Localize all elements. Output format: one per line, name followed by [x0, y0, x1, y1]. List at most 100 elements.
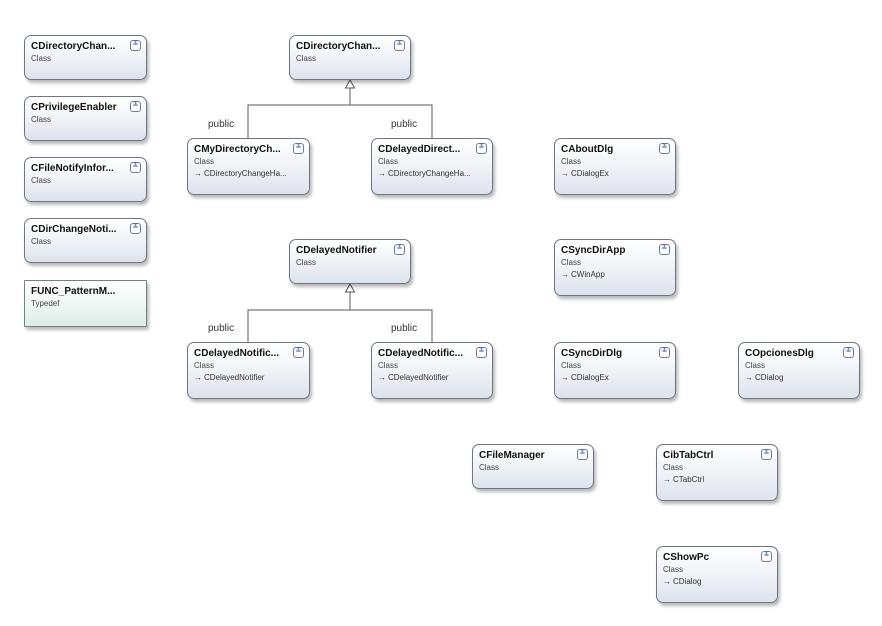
collapse-chevron-icon[interactable]: ≚ [659, 244, 670, 255]
base-class-reference: →CDialogEx [561, 168, 669, 179]
inherits-arrow-icon: → [663, 577, 671, 586]
class-shape-cdirectorychangehandler[interactable]: CDirectoryChan... Class ≚ [289, 35, 411, 80]
class-kind: Class [31, 237, 52, 246]
inheritance-arrow-1 [344, 78, 356, 89]
collapse-chevron-icon[interactable]: ≚ [577, 449, 588, 460]
inheritance-arrow-2 [344, 282, 356, 293]
base-class-reference: →CDirectoryChangeHa... [378, 168, 486, 179]
inherits-arrow-icon: → [745, 373, 753, 382]
class-shape-cdirchangenotification[interactable]: CDirChangeNoti... Class ≚ [24, 218, 147, 263]
collapse-chevron-icon[interactable]: ≚ [293, 347, 304, 358]
collapse-chevron-icon[interactable]: ≚ [394, 244, 405, 255]
inherits-arrow-icon: → [378, 169, 386, 178]
class-kind: Class [663, 463, 684, 472]
class-kind: Class [31, 176, 52, 185]
class-kind: Class [296, 258, 317, 267]
class-shape-cmydirectorychangehandler[interactable]: CMyDirectoryCh... Class →CDirectoryChang… [187, 138, 310, 195]
base-class-name: CDirectoryChangeHa... [388, 169, 471, 178]
collapse-chevron-icon[interactable]: ≚ [659, 143, 670, 154]
class-name: CFileNotifyInfor... [31, 163, 114, 174]
class-shape-csyncdirapp[interactable]: CSyncDirApp Class →CWinApp ≚ [554, 239, 676, 296]
class-name: CMyDirectoryCh... [194, 144, 281, 155]
class-name: CFileManager [479, 450, 545, 461]
class-kind: Class [745, 361, 766, 370]
class-kind: Class [479, 463, 500, 472]
collapse-chevron-icon[interactable]: ≚ [761, 551, 772, 562]
inherits-arrow-icon: → [663, 475, 671, 484]
class-shape-cfilenotifyinformation[interactable]: CFileNotifyInfor... Class ≚ [24, 157, 147, 202]
inherits-arrow-icon: → [378, 373, 386, 382]
relationship-label-public: public [208, 323, 235, 334]
inherits-arrow-icon: → [561, 169, 569, 178]
class-name: CDirectoryChan... [296, 41, 381, 52]
class-kind: Class [561, 361, 582, 370]
base-class-reference: →CDelayedNotifier [378, 372, 486, 383]
base-class-reference: →CWinApp [561, 269, 669, 280]
class-name: CAboutDlg [561, 144, 614, 155]
class-shape-cibtabctrl[interactable]: CibTabCtrl Class →CTabCtrl ≚ [656, 444, 778, 501]
class-kind: Class [378, 157, 399, 166]
inherits-arrow-icon: → [194, 169, 202, 178]
class-name: CDirChangeNoti... [31, 224, 117, 235]
class-shape-cdelayednotification-2[interactable]: CDelayedNotific... Class →CDelayedNotifi… [371, 342, 493, 399]
collapse-chevron-icon[interactable]: ≚ [476, 347, 487, 358]
base-class-reference: →CDialog [663, 576, 771, 587]
relationship-label-public: public [391, 119, 418, 130]
inherits-arrow-icon: → [561, 270, 569, 279]
class-name: CDelayedNotific... [378, 348, 464, 359]
base-class-reference: →CDialogEx [561, 372, 669, 383]
class-kind: Class [663, 565, 684, 574]
class-shape-csyncdirdlg[interactable]: CSyncDirDlg Class →CDialogEx ≚ [554, 342, 676, 399]
inherits-arrow-icon: → [561, 373, 569, 382]
base-class-reference: →CDirectoryChangeHa... [194, 168, 303, 179]
collapse-chevron-icon[interactable]: ≚ [843, 347, 854, 358]
inherits-arrow-icon: → [194, 373, 202, 382]
collapse-chevron-icon[interactable]: ≚ [476, 143, 487, 154]
class-kind: Class [561, 258, 582, 267]
collapse-chevron-icon[interactable]: ≚ [659, 347, 670, 358]
class-shape-cshowpc[interactable]: CShowPc Class →CDialog ≚ [656, 546, 778, 603]
class-name: CDelayedNotifier [296, 245, 377, 256]
base-class-name: CDelayedNotifier [388, 373, 449, 382]
class-name: CibTabCtrl [663, 450, 714, 461]
collapse-chevron-icon[interactable]: ≚ [130, 40, 141, 51]
collapse-chevron-icon[interactable]: ≚ [394, 40, 405, 51]
class-name: CDirectoryChan... [31, 41, 116, 52]
class-name: COpcionesDlg [745, 348, 814, 359]
base-class-name: CDialogEx [571, 373, 609, 382]
class-shape-cfilemanager[interactable]: CFileManager Class ≚ [472, 444, 594, 489]
class-shape-cdelayednotification-1[interactable]: CDelayedNotific... Class →CDelayedNotifi… [187, 342, 310, 399]
class-kind: Class [31, 54, 52, 63]
typedef-shape-func-patternmatch[interactable]: FUNC_PatternM... Typedef [24, 280, 147, 327]
collapse-chevron-icon[interactable]: ≚ [130, 223, 141, 234]
base-class-name: CDialog [755, 373, 784, 382]
class-shape-cdirectorychangewatcher[interactable]: CDirectoryChan... Class ≚ [24, 35, 147, 80]
base-class-reference: →CTabCtrl [663, 474, 771, 485]
class-shape-cdelayeddirectorychangehandler[interactable]: CDelayedDirect... Class →CDirectoryChang… [371, 138, 493, 195]
class-shape-cdelayednotifier[interactable]: CDelayedNotifier Class ≚ [289, 239, 411, 284]
class-kind: Class [296, 54, 317, 63]
collapse-chevron-icon[interactable]: ≚ [761, 449, 772, 460]
relationship-label-public: public [391, 323, 418, 334]
collapse-chevron-icon[interactable]: ≚ [293, 143, 304, 154]
collapse-chevron-icon[interactable]: ≚ [130, 162, 141, 173]
base-class-name: CDelayedNotifier [204, 373, 265, 382]
class-shape-caboutdlg[interactable]: CAboutDlg Class →CDialogEx ≚ [554, 138, 676, 195]
class-shape-copcionesdlg[interactable]: COpcionesDlg Class →CDialog ≚ [738, 342, 860, 399]
collapse-chevron-icon[interactable]: ≚ [130, 101, 141, 112]
relationship-label-public: public [208, 119, 235, 130]
base-class-name: CTabCtrl [673, 475, 705, 484]
base-class-name: CDialog [673, 577, 702, 586]
class-shape-cprivilegeenabler[interactable]: CPrivilegeEnabler Class ≚ [24, 96, 147, 141]
class-name: CPrivilegeEnabler [31, 102, 117, 113]
class-name: CShowPc [663, 552, 710, 563]
class-kind: Class [378, 361, 399, 370]
class-kind: Class [561, 157, 582, 166]
base-class-name: CDirectoryChangeHa... [204, 169, 287, 178]
class-kind: Class [194, 157, 215, 166]
class-name: CSyncDirDlg [561, 348, 623, 359]
base-class-name: CDialogEx [571, 169, 609, 178]
base-class-reference: →CDelayedNotifier [194, 372, 303, 383]
class-name: CSyncDirApp [561, 245, 626, 256]
